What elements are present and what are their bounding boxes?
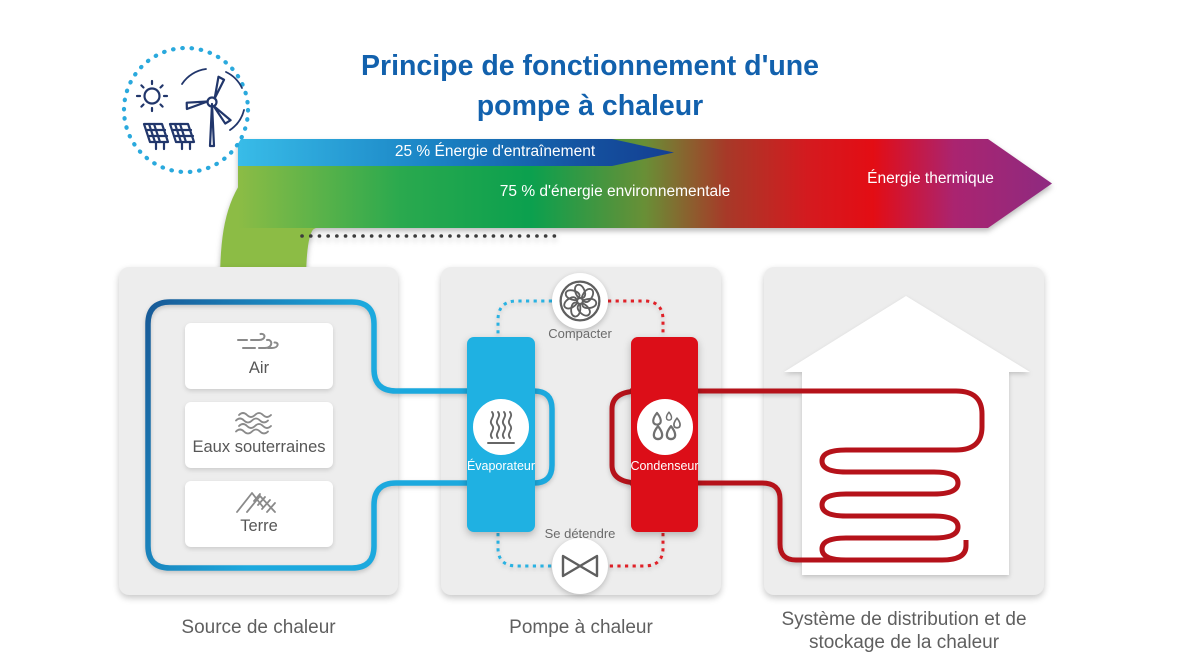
page-title-line1: Principe de fonctionnement d'une	[360, 50, 820, 82]
fan-icon	[559, 280, 601, 322]
page-title-line2: pompe à chaleur	[476, 90, 704, 122]
renewables-badge	[121, 45, 251, 175]
source-card-groundwater: Eaux souterraines	[185, 402, 333, 468]
heating-caption-line1: Système de distribution et de	[781, 609, 1027, 630]
solar-panel-icon	[142, 122, 196, 151]
page-title: Principe de fonctionnement d'une pompe à…	[250, 46, 930, 126]
dotted-circle	[121, 45, 251, 175]
ground-icon	[185, 489, 333, 515]
heating-caption-line2: stockage de la chaleur	[808, 632, 1000, 653]
groundwater-icon	[185, 410, 333, 436]
condenser-disc	[636, 399, 693, 455]
compressor-label: Compacter	[548, 326, 612, 341]
condenser-label: Condenseur	[630, 459, 699, 473]
source-card-label: Terre	[240, 517, 278, 535]
thermal-energy-label: Énergie thermique	[867, 170, 994, 187]
source-card-label: Eaux souterraines	[192, 438, 326, 456]
evaporator-unit: Évaporateur	[467, 337, 535, 532]
wind-turbine-icon	[181, 68, 245, 148]
condenser-unit: Condenseur	[630, 337, 699, 532]
source-card-label: Air	[248, 359, 270, 377]
compressor-node	[552, 273, 608, 329]
evaporator-disc	[473, 399, 529, 455]
drive-energy-label: 25 % Énergie d'entraînement	[394, 143, 596, 160]
droplets-icon	[651, 411, 681, 441]
evaporator-label: Évaporateur	[466, 459, 536, 473]
expansion-valve-node	[552, 538, 608, 594]
pump-caption: Pompe à chaleur	[509, 617, 653, 638]
wind-icon	[185, 331, 333, 357]
source-card-air: Air	[185, 323, 333, 389]
environment-energy-label: 75 % d'énergie environnementale	[499, 183, 731, 200]
heat-waves-icon	[487, 411, 515, 444]
valve-icon	[561, 554, 599, 578]
source-caption: Source de chaleur	[181, 617, 336, 638]
source-card-ground: Terre	[185, 481, 333, 547]
expansion-label: Se détendre	[544, 526, 616, 541]
heating-panel	[764, 267, 1044, 595]
sun-icon	[135, 79, 169, 113]
heating-caption: Système de distribution et de stockage d…	[764, 608, 1044, 654]
